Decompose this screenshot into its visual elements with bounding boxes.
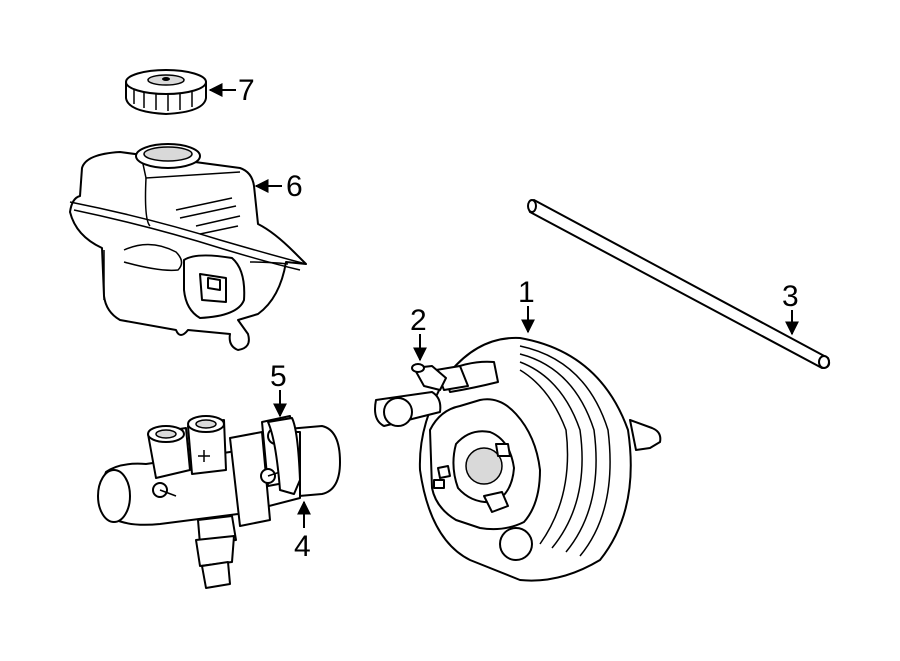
callout-labels: 7 6 1 2 3 4 5 [238,74,799,563]
fluid-reservoir[interactable] [69,143,307,351]
callout-1: 1 [518,276,535,309]
callout-4: 4 [294,530,311,563]
callout-leaders [208,83,799,528]
check-valve[interactable] [411,363,447,391]
mounting-seal[interactable] [267,417,301,495]
callout-3: 3 [782,280,799,313]
callout-6: 6 [286,170,303,203]
callout-7: 7 [238,74,255,107]
push-rod[interactable] [527,199,831,369]
reservoir-cap[interactable] [125,69,207,115]
callout-2: 2 [410,304,427,337]
callout-5: 5 [270,360,287,393]
brake-booster[interactable] [374,336,662,582]
